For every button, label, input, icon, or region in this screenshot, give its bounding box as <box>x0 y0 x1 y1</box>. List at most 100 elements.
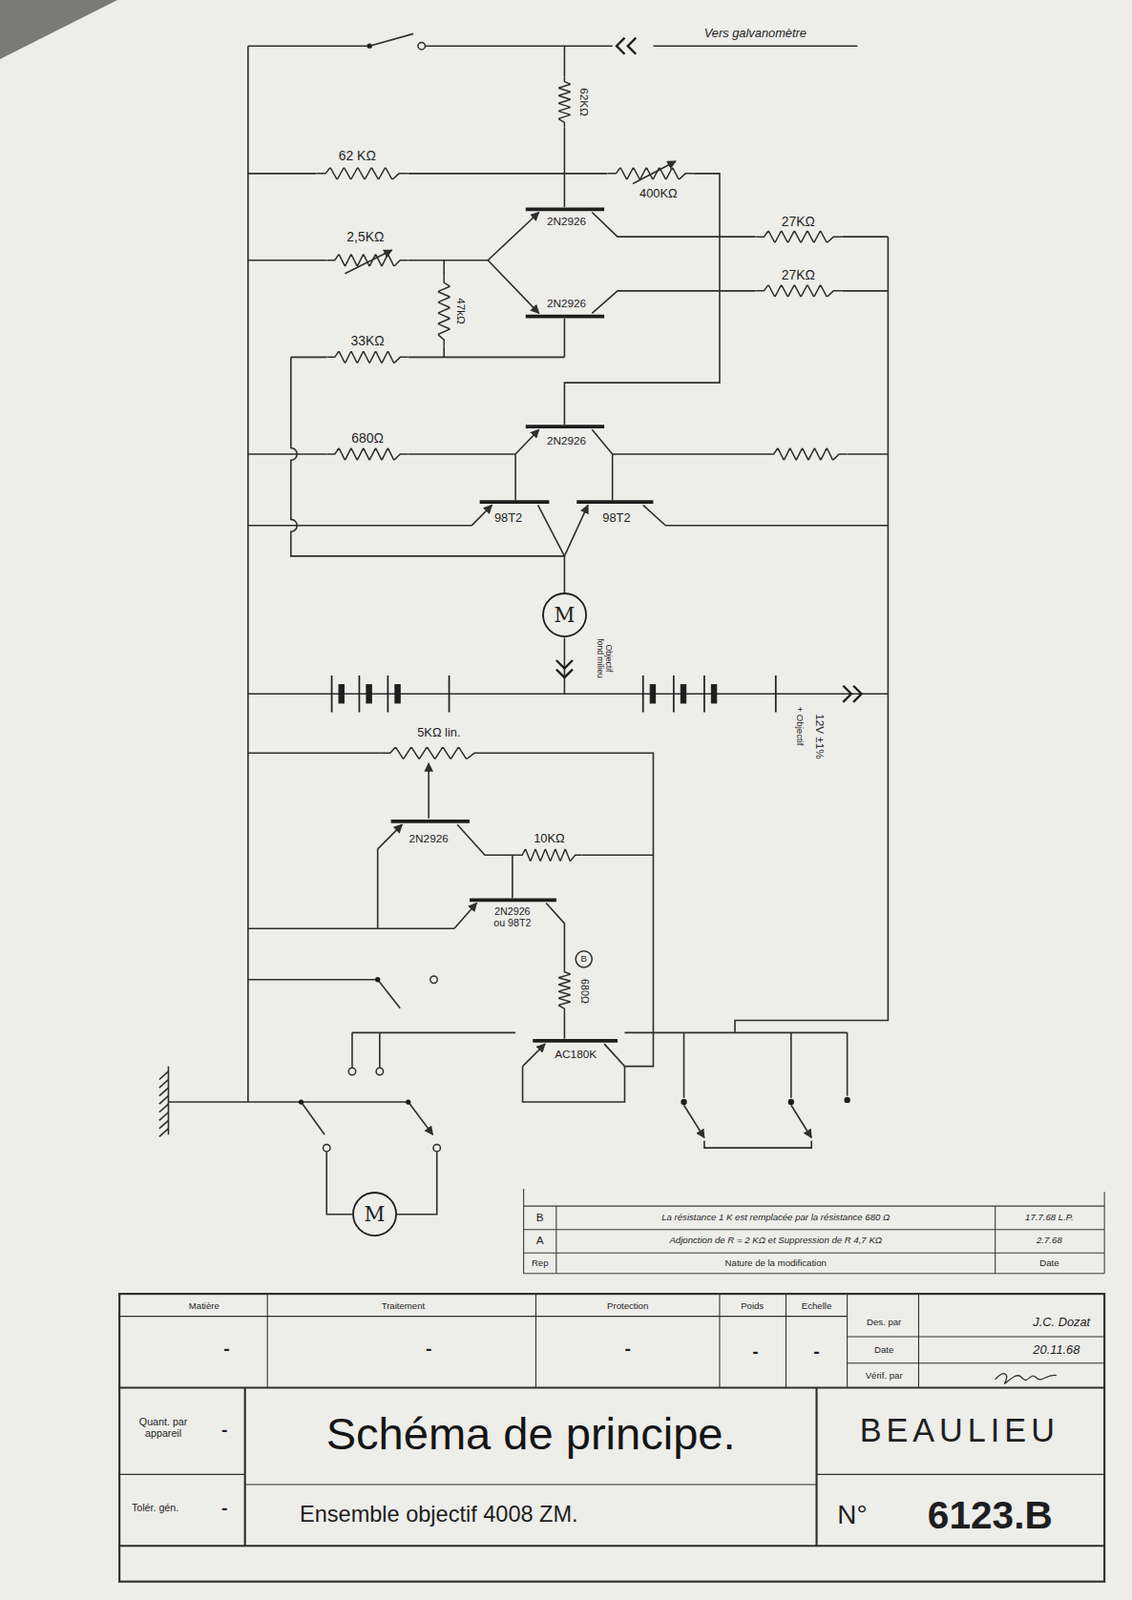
battery-cell <box>338 685 344 704</box>
table-cell: Adjonction de R = 2 KΩ et Suppression de… <box>668 1236 883 1247</box>
wire <box>564 173 720 425</box>
connector-chevron <box>842 686 861 703</box>
wire <box>408 259 488 262</box>
wire <box>591 291 755 315</box>
modification-table <box>524 1189 1106 1275</box>
motor-circle: M <box>542 592 587 638</box>
transistor-type: 2N2926 <box>545 435 587 448</box>
wire <box>442 347 445 358</box>
transistor-type: 98T2 <box>493 511 524 525</box>
table-cell: - <box>812 1341 820 1363</box>
terminal <box>433 1144 441 1152</box>
wire <box>564 1013 566 1040</box>
wire <box>291 356 327 359</box>
emitter-arrow <box>377 824 403 850</box>
resistor-value: 680Ω <box>578 979 590 1007</box>
transistor-base-bar <box>480 500 550 504</box>
terminal <box>322 1144 330 1152</box>
transistor-base-bar <box>391 819 470 824</box>
resistor-value: 33KΩ <box>349 335 385 350</box>
emitter-arrow <box>487 260 539 315</box>
resistor-value: 5KΩ lin. <box>416 726 462 740</box>
wire <box>591 212 755 238</box>
resistor-value: 27KΩ <box>780 268 817 283</box>
emitter-arrow <box>344 250 392 274</box>
connector-chevron <box>556 38 862 703</box>
wire <box>300 1102 325 1135</box>
wire <box>248 172 317 175</box>
signature <box>995 1374 1057 1385</box>
battery-cell <box>332 675 776 713</box>
junction-dot <box>405 1099 411 1105</box>
table-cell: - <box>222 1339 231 1360</box>
emitter-arrow <box>564 504 588 556</box>
wire <box>484 753 653 1067</box>
wire <box>369 33 414 46</box>
resistor-symbol <box>316 167 409 180</box>
table-cell: Rep <box>530 1258 550 1270</box>
ground-symbol <box>159 1067 169 1138</box>
revision-mark: B <box>579 954 587 965</box>
wire <box>408 453 516 456</box>
wire <box>841 235 888 238</box>
connector-chevron <box>616 38 636 55</box>
transistor-base-bar <box>525 424 605 429</box>
resistor-value: 680Ω <box>350 431 385 446</box>
junction-dot <box>680 1099 687 1106</box>
wire <box>351 1032 354 1068</box>
junction-dot <box>375 977 380 983</box>
transistor-type: AC180K <box>553 1048 598 1061</box>
wire <box>704 1141 812 1149</box>
wire <box>734 236 888 1033</box>
transistor-base-bar <box>525 207 605 211</box>
resistor-symbol <box>754 284 842 297</box>
modification-table <box>524 1189 1106 1275</box>
tape-corner <box>0 0 118 60</box>
emitter-arrow <box>684 1105 705 1138</box>
motor-letter: M <box>553 605 575 626</box>
table-cell: Vérif. par <box>864 1370 904 1382</box>
wire <box>511 855 514 899</box>
drawing-title: Schéma de principe. <box>326 1409 736 1460</box>
wire <box>683 1032 686 1098</box>
wire <box>582 854 654 857</box>
motor-outline <box>353 1193 397 1237</box>
motor-circle: M <box>352 1192 398 1237</box>
transistor-base-bar <box>525 314 605 319</box>
wire <box>248 524 472 527</box>
wire <box>564 173 566 208</box>
terminal <box>348 1068 356 1075</box>
terminal <box>376 1068 383 1075</box>
table-cell: - <box>220 1498 229 1519</box>
table-cell: - <box>623 1339 631 1360</box>
wire <box>326 1152 353 1215</box>
title-block <box>119 1294 1105 1583</box>
table-cell: 2.7.68 <box>1035 1236 1064 1247</box>
wire <box>457 824 516 856</box>
battery-cell <box>366 685 372 704</box>
table-cell: Tolér. gén. <box>123 1503 187 1515</box>
battery-cell <box>680 685 686 704</box>
wire <box>604 1044 625 1068</box>
wire <box>247 45 250 1103</box>
resistor-value: 2,5KΩ <box>345 230 385 246</box>
resistor-symbol <box>379 747 485 760</box>
emitter-arrow <box>791 1105 812 1138</box>
table-cell: - <box>220 1421 229 1442</box>
table-cell: Matière <box>188 1301 221 1313</box>
resistor-symbol <box>326 351 409 364</box>
resistor-symbol <box>326 253 409 267</box>
wire <box>167 1101 408 1104</box>
resistor-symbol <box>515 849 583 862</box>
ground-symbol <box>167 1067 170 1136</box>
supply-voltage: 12V ±1% <box>813 712 826 761</box>
motor-letter: M <box>364 1204 386 1225</box>
transistor-base-bar <box>391 209 654 1042</box>
table-cell: - <box>751 1341 759 1363</box>
resistor-symbol <box>316 76 848 1014</box>
transistor-base-bar <box>576 500 653 504</box>
wire <box>624 1032 847 1035</box>
connector-chevron <box>556 660 573 678</box>
